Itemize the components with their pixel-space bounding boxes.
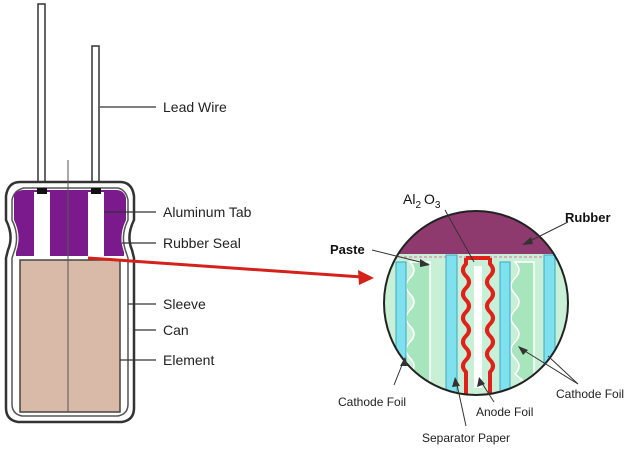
zoom-arrow — [87, 256, 374, 285]
label-aluminum-tab: Aluminum Tab — [163, 204, 252, 220]
al2o3-sub-3: 3 — [435, 200, 441, 211]
rubber-seal — [14, 190, 126, 256]
leader-cathode-right — [547, 355, 579, 385]
al2o3-al: Al — [403, 191, 415, 207]
anode-core — [474, 266, 482, 388]
leader-separator — [455, 379, 467, 427]
label-anode-foil: Anode Foil — [476, 405, 533, 419]
leader-cathode-right-2 — [519, 347, 579, 385]
label-element: Element — [163, 352, 214, 368]
al2o3-sub-2: 2 — [415, 200, 421, 211]
aluminum-tab-right — [88, 192, 104, 256]
label-paste: Paste — [330, 242, 365, 257]
cathode-foil-strip-1 — [395, 261, 407, 395]
lead-wire-right — [91, 45, 100, 195]
cathode-foil-strip-2 — [445, 254, 458, 395]
label-separator-paper: Separator Paper — [422, 431, 510, 445]
leader-paste — [371, 249, 429, 265]
zoom-arrow-head — [358, 270, 374, 285]
label-cathode-foil-left: Cathode Foil — [338, 395, 406, 409]
tab-end-right — [91, 188, 101, 194]
capacitor-cross-section: Lead Wire Aluminum Tab Rubber Seal Sleev… — [4, 3, 252, 424]
cathode-foil-strip-3 — [499, 261, 511, 395]
element-body — [19, 259, 121, 413]
aluminum-tab-left — [34, 192, 50, 256]
label-rubber-seal: Rubber Seal — [163, 235, 241, 251]
label-rubber: Rubber — [565, 210, 611, 225]
leader-al2o3 — [444, 209, 475, 263]
al2o3-o: O — [424, 191, 435, 207]
cathode-foil-strip-4 — [543, 254, 556, 395]
label-lead-wire: Lead Wire — [163, 99, 227, 115]
label-can: Can — [163, 322, 189, 338]
lead-wire-left — [37, 3, 46, 195]
label-sleeve: Sleeve — [163, 296, 206, 312]
tab-end-left — [37, 188, 47, 194]
anode-foil — [461, 256, 495, 394]
label-cathode-foil-right: Cathode Foil — [556, 387, 624, 401]
